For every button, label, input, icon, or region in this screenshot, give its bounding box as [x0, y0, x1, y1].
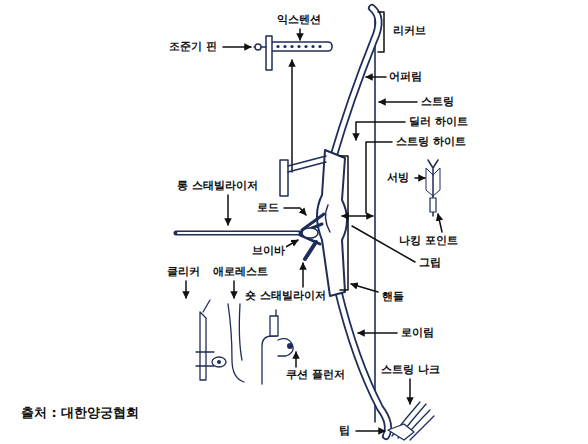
sight-leader: [291, 60, 293, 172]
part-label: 리커브: [392, 24, 427, 38]
part-label: 클리커: [166, 265, 201, 279]
hole: [304, 45, 307, 48]
grip: [325, 205, 330, 232]
leader-arrow: [185, 281, 187, 298]
part-label: 핸들: [381, 290, 405, 304]
arrow-rest-blade: [239, 304, 242, 360]
leader-arrow: [415, 177, 425, 179]
nocking-point-icon: [430, 198, 436, 212]
part-label: 나킹 포인트: [398, 234, 459, 248]
leader-arrow: [366, 76, 386, 78]
leader-arrow: [438, 214, 442, 232]
plunger-button: [287, 343, 293, 349]
part-label: 숏 스태빌라이저: [244, 289, 327, 303]
handle-bracket: [340, 156, 348, 290]
sight-block: [266, 36, 272, 70]
plunger-head: [278, 339, 293, 356]
hole: [318, 45, 321, 48]
leader-arrow: [358, 332, 397, 334]
part-label: 로이림: [400, 326, 435, 340]
hole: [283, 45, 286, 48]
leader-arrow: [227, 195, 229, 225]
part-label: 애로레스트: [212, 265, 269, 279]
part-label: 로드: [256, 201, 280, 215]
sight-arm: [288, 156, 326, 172]
leader-arrow: [299, 29, 301, 40]
part-label: 브이바: [251, 244, 286, 258]
recurve-bracket: [378, 12, 384, 52]
part-label: 조준기 핀: [168, 40, 218, 54]
sight-mount: [280, 160, 288, 196]
v-bar-hub: [302, 228, 318, 238]
hole: [311, 45, 314, 48]
part-label: 롱 스태빌라이저: [176, 179, 259, 193]
long-stabilizer-fill: [178, 232, 300, 234]
sight-pin-head: [255, 44, 261, 50]
fletching: [426, 168, 440, 196]
plunger-tube: [270, 316, 278, 336]
hole: [290, 45, 293, 48]
clicker-eye: [212, 357, 226, 367]
short-stabilizer: [305, 242, 316, 259]
tip-icon: [388, 424, 414, 440]
long-stabilizer: [176, 231, 300, 236]
part-label: 스트링 하이트: [395, 135, 467, 149]
leader-lines: [186, 29, 442, 431]
arrow-rest-icon: [228, 304, 244, 382]
clicker-dot: [217, 360, 221, 364]
part-label: 어퍼림: [388, 70, 423, 84]
hole: [276, 45, 279, 48]
leader-arrow: [284, 208, 306, 215]
leader-arrow: [223, 46, 251, 48]
part-label: 스트링: [420, 95, 455, 109]
part-label: 쿠션 플런저: [285, 368, 346, 382]
part-label: 딜러 하이트: [408, 115, 469, 129]
bow-string: [374, 14, 376, 422]
leader-arrow: [379, 101, 417, 103]
part-label: 그립: [418, 256, 442, 270]
clicker-detail: [196, 300, 214, 366]
hole: [297, 45, 300, 48]
string-height-arrow: [342, 215, 373, 217]
clicker-icon: [200, 312, 206, 380]
leader-arrow: [284, 240, 298, 248]
extension-bar: [268, 42, 332, 51]
serving-icon: [428, 160, 438, 216]
leader-arrow: [351, 284, 378, 292]
leader-arrow: [409, 379, 411, 404]
leader-arrow: [295, 352, 297, 367]
leader-arrow: [302, 263, 304, 287]
part-label: 팁: [338, 424, 351, 438]
part-label: 익스텐션: [276, 13, 322, 27]
leader-arrow: [356, 430, 385, 432]
source-note: 출처 : 대한양궁협회: [20, 405, 140, 421]
part-label: 스트링 나크: [380, 363, 441, 377]
part-label: 서빙: [386, 171, 410, 185]
v-bar: [300, 224, 322, 244]
leader-arrow: [233, 281, 235, 298]
